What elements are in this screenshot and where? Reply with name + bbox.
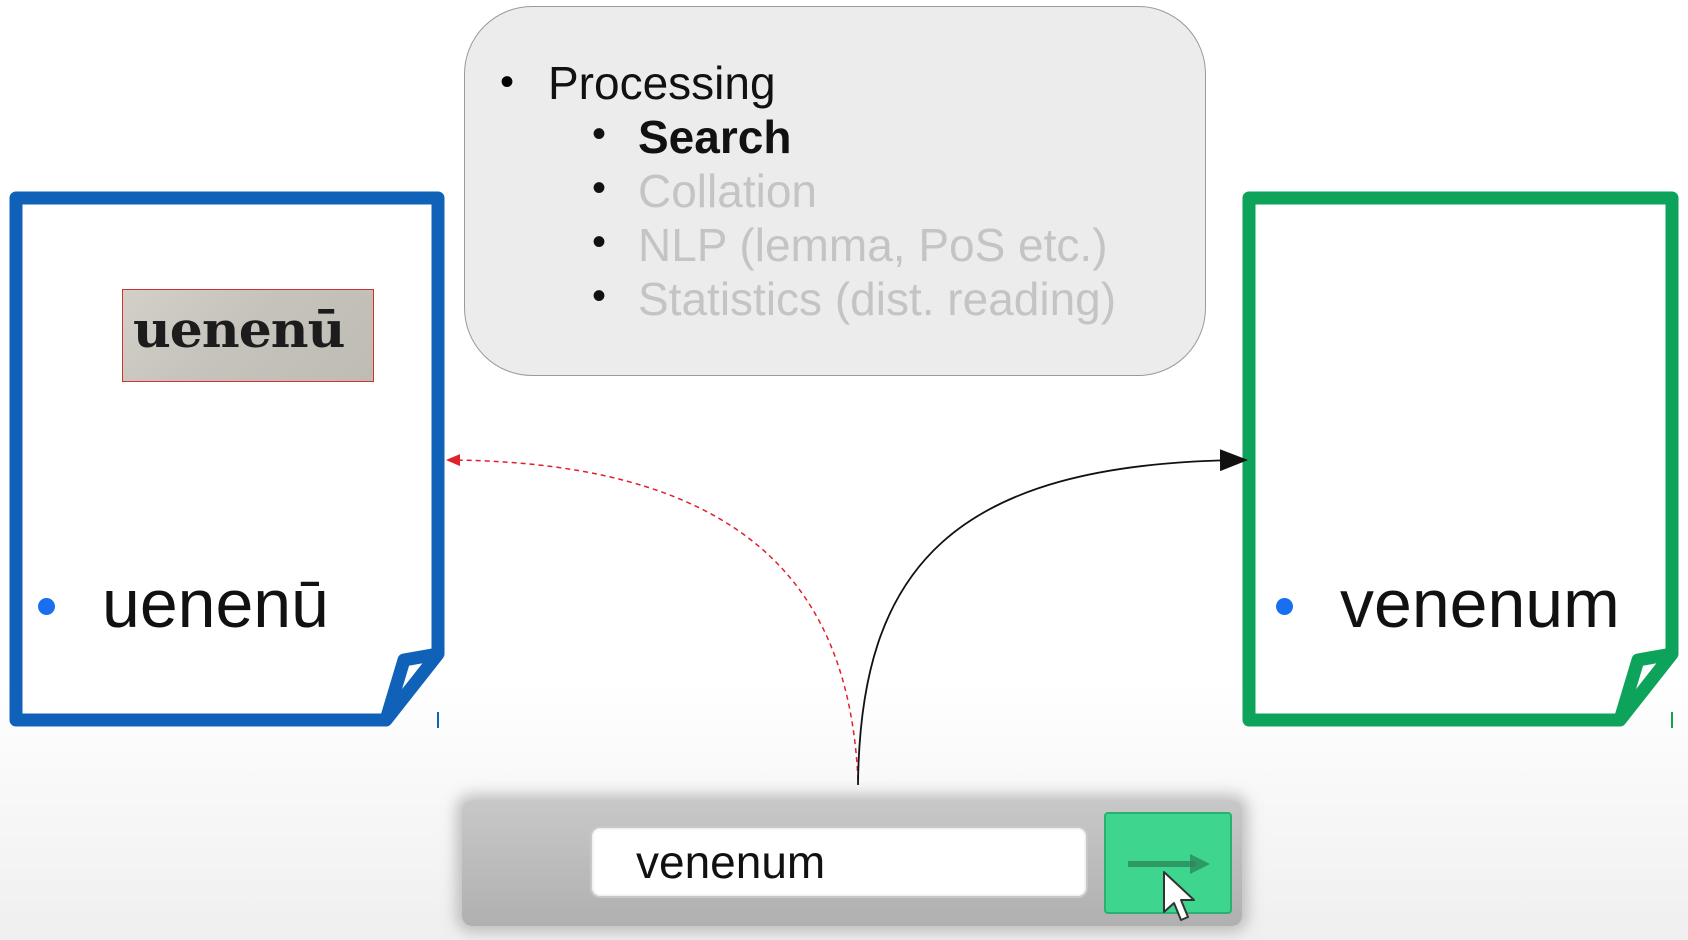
manuscript-scan-image: uenenū [122, 289, 374, 382]
right-document-text: venenum [1340, 566, 1620, 642]
bullet-icon: • [592, 112, 607, 156]
bullet-icon: • [592, 220, 607, 264]
left-document-text: uenenū [102, 566, 329, 642]
mouse-cursor-icon [1163, 871, 1195, 921]
bullet-icon [38, 598, 55, 615]
arrow-right-icon [1128, 854, 1210, 874]
callout-item-statistics: Statistics (dist. reading) [638, 273, 1117, 325]
scan-text: uenenū [133, 301, 345, 360]
bullet-icon: • [592, 274, 607, 318]
search-input[interactable]: venenum [590, 826, 1088, 898]
processing-callout [464, 6, 1206, 376]
failed-match-arrow [446, 454, 859, 781]
bullet-icon [1276, 598, 1293, 615]
right-document-outline [1242, 191, 1679, 728]
successful-match-arrow [857, 449, 1248, 786]
bullet-icon: • [500, 60, 515, 104]
callout-item-collation: Collation [638, 165, 817, 217]
bullet-icon: • [592, 166, 607, 210]
callout-heading: Processing [548, 57, 776, 109]
search-submit-button[interactable] [1104, 812, 1232, 921]
left-document-outline [9, 191, 445, 728]
callout-item-nlp: NLP (lemma, PoS etc.) [638, 219, 1108, 271]
callout-item-search: Search [638, 111, 792, 163]
